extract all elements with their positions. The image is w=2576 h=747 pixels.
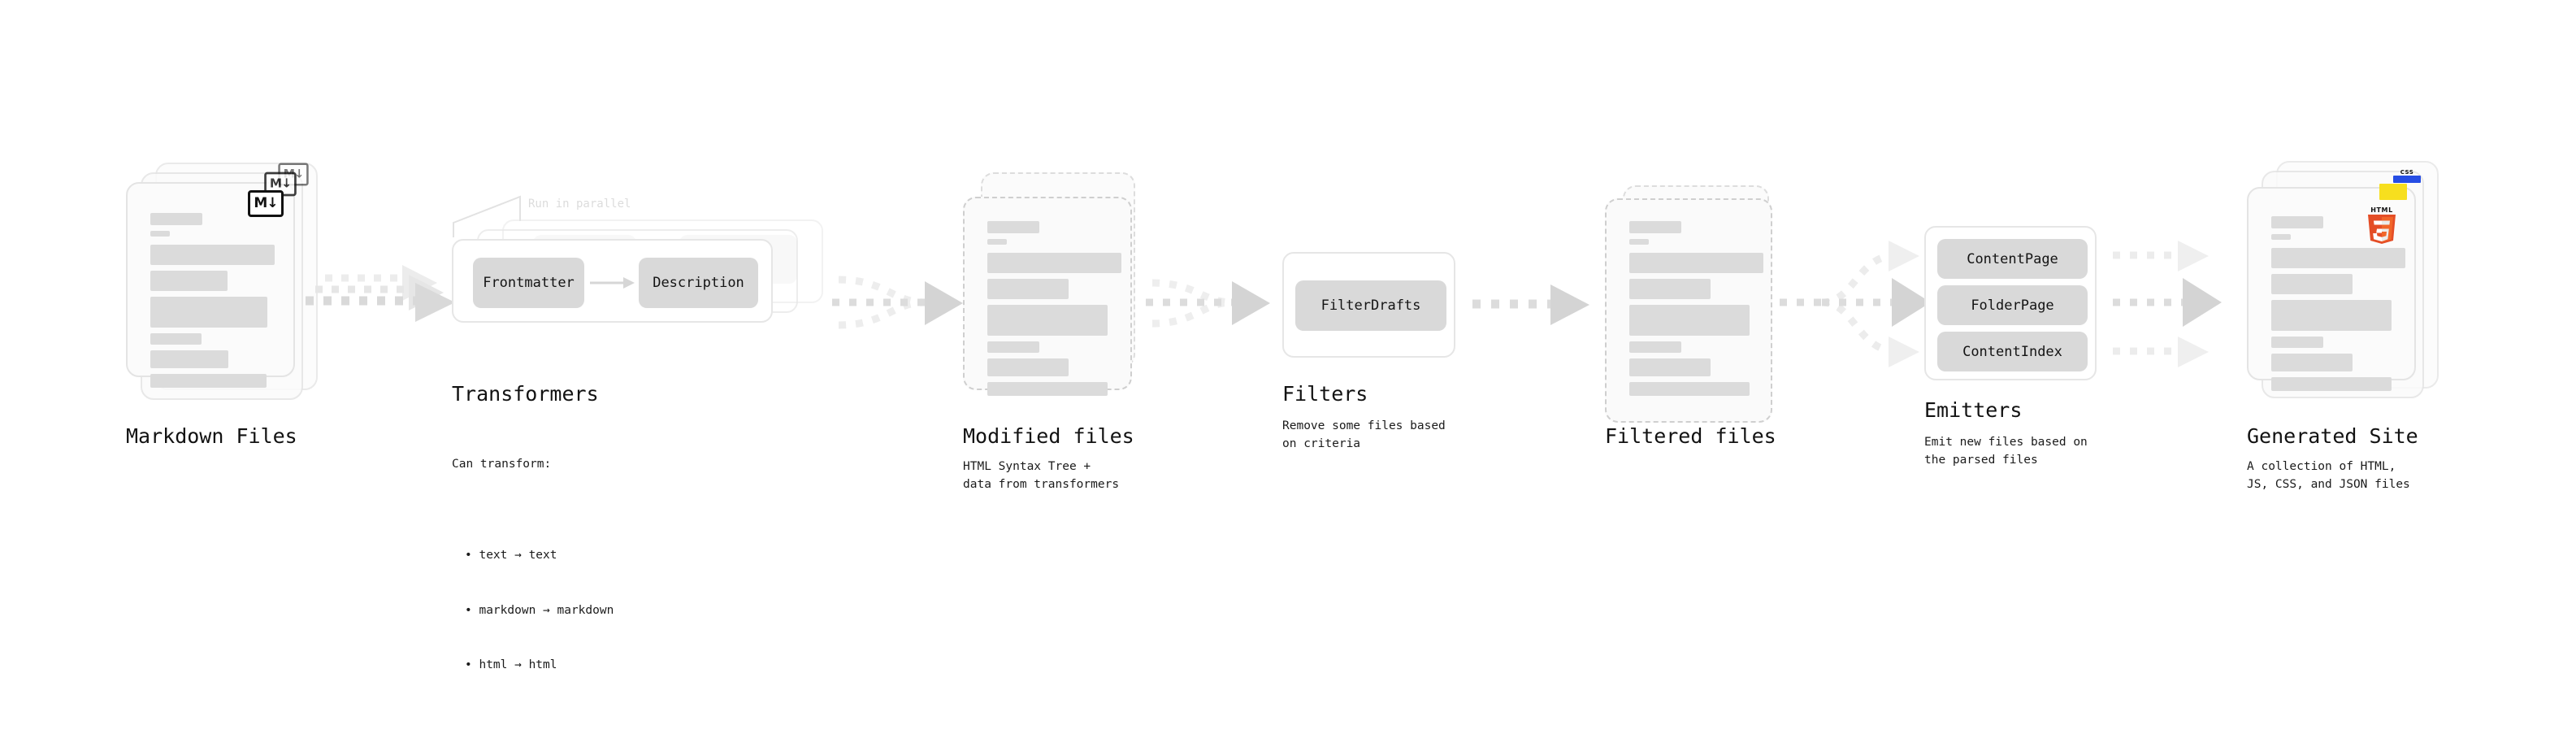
skeleton-bar xyxy=(150,333,202,345)
stage-title-filters: Filters xyxy=(1282,382,1368,406)
skeleton-bar xyxy=(987,305,1108,336)
skeleton-bar xyxy=(150,297,267,328)
conn-transformers-to-modified xyxy=(832,276,963,329)
skeleton-bar xyxy=(987,239,1007,245)
transformers-bullet: • markdown → markdown xyxy=(465,603,614,617)
skeleton-bar xyxy=(2271,337,2323,348)
stage-title-modified-files: Modified files xyxy=(963,424,1134,448)
skeleton-bar xyxy=(1629,358,1711,376)
skeleton-bar xyxy=(2271,216,2323,228)
conn-modified-to-filters xyxy=(1146,279,1270,328)
generated-site-subtitle: A collection of HTML, JS, CSS, and JSON … xyxy=(2247,460,2410,492)
chip-frontmatter[interactable]: Frontmatter xyxy=(473,258,584,308)
skeleton-bar xyxy=(1629,221,1681,233)
transformers-panel-front: Frontmatter Description xyxy=(452,239,773,323)
skeleton-bar xyxy=(150,271,228,291)
skeleton-bar xyxy=(987,382,1108,396)
skeleton-bar xyxy=(2271,248,2405,268)
skeleton-bar xyxy=(150,213,202,225)
skeleton-bar xyxy=(987,279,1069,299)
conn-filtered-to-emitters xyxy=(1780,241,1931,367)
filters-subtitle: Remove some files based on criteria xyxy=(1282,419,1446,451)
markdown-badge-text: M↓ xyxy=(254,195,278,211)
markdown-badge-text: M↓ xyxy=(269,176,292,192)
conn-filters-to-filtered xyxy=(1472,284,1589,325)
run-in-parallel-label: Run in parallel xyxy=(528,198,631,211)
stage-title-generated-site: Generated Site xyxy=(2247,424,2418,448)
site-card-skeleton xyxy=(2249,189,2414,391)
transformer-inner-arrow xyxy=(590,277,635,289)
skeleton-bar xyxy=(2271,377,2392,391)
js-badge xyxy=(2379,184,2407,200)
skeleton-bar xyxy=(1629,253,1763,273)
diagram-canvas: M↓ M↓ M↓ Markdown Files Run in parallel xyxy=(0,0,2576,681)
skeleton-bar xyxy=(150,374,267,388)
css-badge xyxy=(2393,169,2421,183)
conn-emitters-to-site xyxy=(2113,241,2222,367)
chip-description[interactable]: Description xyxy=(639,258,758,308)
chip-folderpage[interactable]: FolderPage xyxy=(1937,285,2088,325)
stage-title-transformers: Transformers xyxy=(452,382,599,406)
chip-contentindex[interactable]: ContentIndex xyxy=(1937,332,2088,371)
skeleton-bar xyxy=(1629,382,1750,396)
stage-title-markdown-files: Markdown Files xyxy=(126,424,297,448)
conn-markdown-to-transformers xyxy=(306,265,455,322)
filters-panel: FilterDrafts xyxy=(1282,252,1455,358)
skeleton-bar xyxy=(1629,341,1681,353)
emitters-panel: ContentPage FolderPage ContentIndex xyxy=(1924,226,2097,380)
modified-card-skeleton xyxy=(965,198,1130,396)
markdown-card-skeleton xyxy=(128,184,293,388)
html5-badge: HTML xyxy=(2366,206,2398,244)
skeleton-bar xyxy=(1629,239,1649,245)
run-in-parallel-leader xyxy=(453,195,521,237)
markdown-badge: M↓ xyxy=(248,190,284,217)
skeleton-bar xyxy=(2271,274,2353,294)
skeleton-bar xyxy=(987,358,1069,376)
filtered-card-skeleton xyxy=(1607,200,1771,421)
modified-files-subtitle: HTML Syntax Tree + data from transformer… xyxy=(963,460,1120,492)
filtered-card-front xyxy=(1605,198,1772,423)
skeleton-bar xyxy=(1629,279,1711,299)
skeleton-bar xyxy=(2271,354,2353,371)
skeleton-bar xyxy=(987,253,1121,273)
skeleton-bar xyxy=(987,341,1039,353)
skeleton-bar xyxy=(987,221,1039,233)
transformers-subtitle: Can transform: • text → text • markdown … xyxy=(452,419,614,747)
markdown-card-front xyxy=(126,182,295,388)
transformers-bullet: • html → html xyxy=(465,658,557,672)
skeleton-bar xyxy=(150,245,275,265)
transformers-subtitle-line: Can transform: xyxy=(452,457,552,471)
stage-title-emitters: Emitters xyxy=(1924,398,2023,422)
emitters-subtitle: Emit new files based on the parsed files xyxy=(1924,436,2088,467)
transformers-bullet: • text → text xyxy=(465,549,557,562)
stage-title-filtered-files: Filtered files xyxy=(1605,424,1776,448)
modified-card-front xyxy=(963,197,1132,396)
html5-badge-label: HTML xyxy=(2370,206,2393,214)
skeleton-bar xyxy=(150,350,228,368)
skeleton-bar xyxy=(2271,300,2392,331)
chip-contentpage[interactable]: ContentPage xyxy=(1937,239,2088,279)
transformers-bullets: • text → text • markdown → markdown • ht… xyxy=(452,510,614,710)
skeleton-bar xyxy=(150,231,170,237)
skeleton-bar xyxy=(1629,305,1750,336)
generated-site-stack: HTML xyxy=(2247,161,2439,398)
skeleton-bar xyxy=(2271,234,2291,240)
chip-filterdrafts[interactable]: FilterDrafts xyxy=(1295,280,1446,331)
